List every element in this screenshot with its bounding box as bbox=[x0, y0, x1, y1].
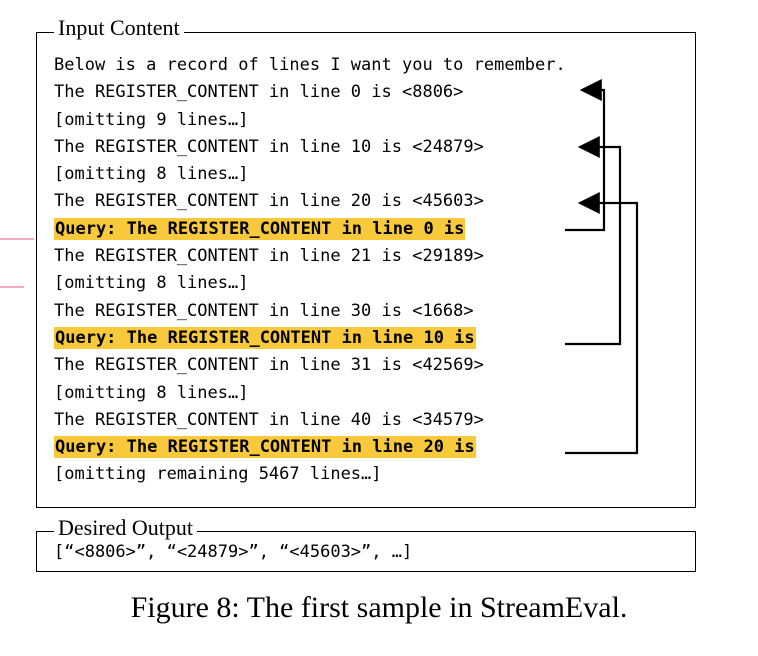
line-text: The REGISTER_CONTENT in line 40 is <3457… bbox=[54, 409, 484, 430]
line-text: Query: The REGISTER_CONTENT in line 0 is bbox=[54, 217, 466, 240]
record-line: [omitting 8 lines…] bbox=[54, 161, 566, 188]
line-text: [omitting 8 lines…] bbox=[54, 273, 249, 294]
pink-tick-mark bbox=[0, 286, 24, 288]
record-line: Below is a record of lines I want you to… bbox=[54, 52, 566, 79]
line-text: The REGISTER_CONTENT in line 31 is <4256… bbox=[54, 355, 484, 376]
record-line: The REGISTER_CONTENT in line 40 is <3457… bbox=[54, 407, 566, 434]
line-text: The REGISTER_CONTENT in line 0 is <8806> bbox=[54, 82, 464, 103]
record-line: [omitting remaining 5467 lines…] bbox=[54, 461, 566, 488]
line-text: [omitting 8 lines…] bbox=[54, 164, 249, 185]
line-text: The REGISTER_CONTENT in line 21 is <2918… bbox=[54, 246, 484, 267]
input-content-box bbox=[36, 32, 696, 508]
desired-output-title: Desired Output bbox=[54, 516, 198, 540]
record-line: The REGISTER_CONTENT in line 0 is <8806> bbox=[54, 79, 566, 106]
query-line: Query: The REGISTER_CONTENT in line 0 is bbox=[54, 216, 566, 243]
record-line: The REGISTER_CONTENT in line 10 is <2487… bbox=[54, 134, 566, 161]
desired-output-box bbox=[36, 531, 696, 572]
line-text: The REGISTER_CONTENT in line 30 is <1668… bbox=[54, 300, 474, 321]
desired-output-value: [“<8806>”, “<24879>”, “<45603>”, …] bbox=[54, 542, 413, 562]
record-line: The REGISTER_CONTENT in line 21 is <2918… bbox=[54, 243, 566, 270]
record-line: [omitting 8 lines…] bbox=[54, 380, 566, 407]
query-line: Query: The REGISTER_CONTENT in line 10 i… bbox=[54, 325, 566, 352]
line-text: [omitting remaining 5467 lines…] bbox=[54, 464, 382, 485]
arrow-query-0 bbox=[565, 79, 606, 232]
line-text: [omitting 9 lines…] bbox=[54, 109, 249, 130]
line-text: Query: The REGISTER_CONTENT in line 10 i… bbox=[54, 326, 476, 349]
record-line: [omitting 8 lines…] bbox=[54, 270, 566, 297]
line-text: The REGISTER_CONTENT in line 10 is <2487… bbox=[54, 136, 484, 157]
line-text: Below is a record of lines I want you to… bbox=[54, 55, 566, 75]
pink-tick-mark bbox=[0, 238, 34, 240]
line-text: Query: The REGISTER_CONTENT in line 20 i… bbox=[54, 436, 476, 459]
figure-caption: Figure 8: The first sample in StreamEval… bbox=[130, 591, 628, 624]
input-content-title: Input Content bbox=[54, 16, 184, 40]
record-line: The REGISTER_CONTENT in line 31 is <4256… bbox=[54, 352, 566, 379]
input-lines: Below is a record of lines I want you to… bbox=[54, 52, 566, 489]
record-line: [omitting 9 lines…] bbox=[54, 107, 566, 134]
record-line: The REGISTER_CONTENT in line 20 is <4560… bbox=[54, 188, 566, 215]
arrow-query-20 bbox=[565, 192, 639, 455]
line-text: The REGISTER_CONTENT in line 20 is <4560… bbox=[54, 191, 484, 212]
record-line: The REGISTER_CONTENT in line 30 is <1668… bbox=[54, 298, 566, 325]
query-line: Query: The REGISTER_CONTENT in line 20 i… bbox=[54, 434, 566, 461]
line-text: [omitting 8 lines…] bbox=[54, 382, 249, 403]
arrow-query-10 bbox=[565, 136, 622, 346]
